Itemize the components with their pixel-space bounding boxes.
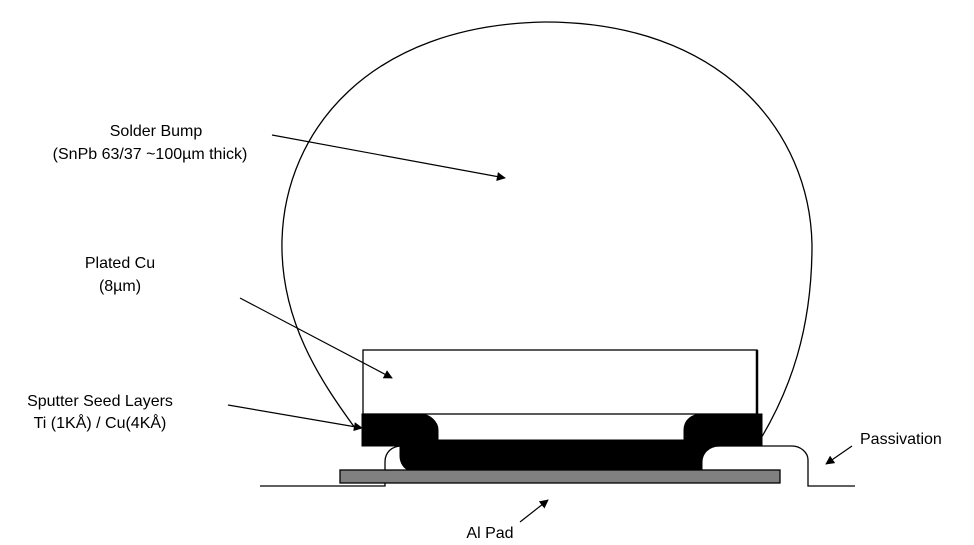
- passivation-leader-arrow: [825, 445, 853, 465]
- al-pad-label: Al Pad: [466, 525, 513, 542]
- solder-bump-outline: [281, 21, 813, 441]
- sputter-seed-layers: [361, 413, 763, 471]
- plated-cu-leader-arrow: [239, 297, 393, 379]
- solder-bump-label: Solder Bump: [110, 123, 203, 140]
- seed-layers-leader-arrow: [227, 404, 363, 432]
- plated-cu-label: Plated Cu: [85, 255, 155, 272]
- al-pad: [339, 469, 781, 484]
- plated-cu-spec-label: (8µm): [99, 278, 141, 295]
- passivation-label: Passivation: [860, 431, 942, 448]
- al-pad-leader-arrow: [519, 499, 549, 523]
- solder-bump-leader-arrow: [271, 134, 506, 181]
- solder-bump-spec-label: (SnPb 63/37 ~100µm thick): [53, 146, 248, 163]
- plated-cu: [362, 349, 758, 415]
- seed-layers-spec-label: Ti (1KÅ) / Cu(4KÅ): [34, 413, 167, 432]
- seed-layers-label: Sputter Seed Layers: [27, 393, 173, 410]
